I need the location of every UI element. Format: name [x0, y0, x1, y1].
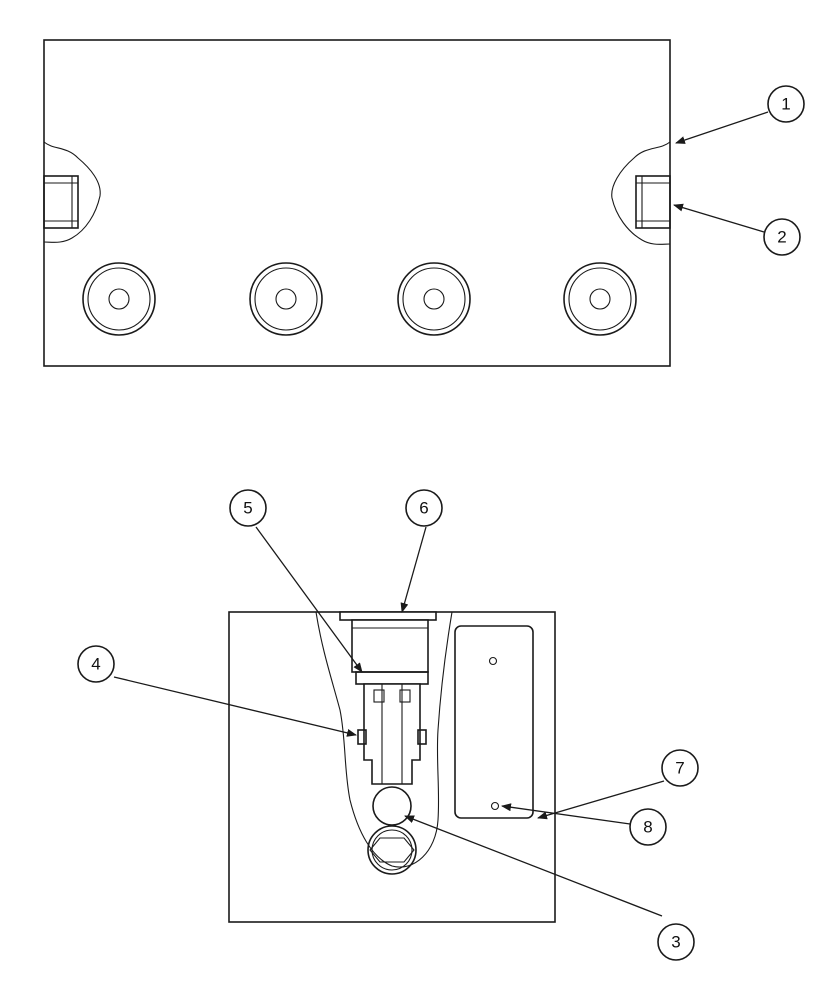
right-cutaway — [611, 141, 671, 245]
callout-7-label: 7 — [675, 759, 684, 778]
callout-5: 5 — [229, 489, 267, 527]
o-ring-right — [417, 729, 427, 745]
callout-4: 4 — [77, 645, 115, 683]
callout-8-label: 8 — [643, 818, 652, 837]
left-cutaway — [43, 141, 101, 243]
callout-3: 3 — [657, 923, 695, 961]
callout-6: 6 — [405, 489, 443, 527]
o-ring-left — [357, 729, 367, 745]
callout-3-label: 3 — [671, 933, 680, 952]
valve-cutaway — [315, 611, 453, 868]
callout-5-label: 5 — [243, 499, 252, 518]
callout-1: 1 — [767, 85, 805, 123]
leaders — [113, 111, 769, 917]
port-3 — [397, 262, 471, 336]
top-view — [43, 39, 671, 367]
port-4 — [563, 262, 637, 336]
callout-6-label: 6 — [419, 499, 428, 518]
callout-2-label: 2 — [777, 228, 786, 247]
top-block-outline — [43, 39, 671, 367]
spool — [363, 683, 421, 785]
bottom-view — [228, 611, 556, 923]
port-2 — [249, 262, 323, 336]
callout-4-label: 4 — [91, 655, 100, 674]
check-ball — [372, 786, 412, 826]
seat — [355, 671, 429, 685]
callout-2: 2 — [763, 218, 801, 256]
cap-plug — [339, 611, 437, 673]
rivet-8 — [490, 801, 500, 811]
callout-7: 7 — [661, 749, 699, 787]
port-1 — [82, 262, 156, 336]
callout-8: 8 — [629, 808, 667, 846]
name-plate — [454, 625, 534, 819]
hex-socket — [367, 825, 417, 875]
callout-1-label: 1 — [781, 95, 790, 114]
